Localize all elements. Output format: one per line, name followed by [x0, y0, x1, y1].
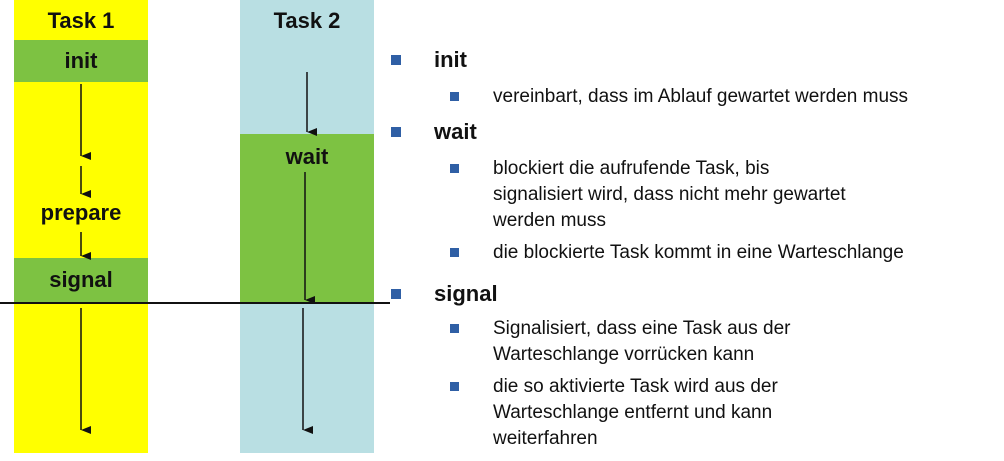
sub-bullet: die blockierte Task kommt in eine Wartes…: [388, 240, 1000, 266]
bullet-square-icon: [391, 289, 401, 299]
sub-bullet-text: vereinbart, dass im Ablauf gewartet werd…: [493, 86, 909, 107]
sub-bullet-text: die so aktivierte Task wird aus der Wart…: [493, 376, 778, 449]
bullet-list: init vereinbart, dass im Ablauf gewartet…: [388, 46, 1000, 452]
bullet-init: init: [388, 46, 1000, 74]
sub-bullet-text: blockiert die aufrufende Task, bis signa…: [493, 158, 846, 231]
bullet-term: signal: [434, 281, 498, 306]
task1-title: Task 1: [47, 8, 115, 33]
sub-bullet-text: die blockierte Task kommt in eine Wartes…: [493, 242, 904, 263]
bullet-square-icon: [450, 92, 459, 101]
bullet-term: init: [434, 47, 467, 72]
bullet-square-icon: [391, 127, 401, 137]
sync-line: [0, 302, 390, 304]
step-signal: signal: [14, 258, 148, 302]
bullet-square-icon: [450, 324, 459, 333]
bullet-term: wait: [434, 119, 477, 144]
bullet-signal: signal: [388, 280, 1000, 308]
step-prepare: prepare: [40, 200, 122, 225]
step-wait: wait: [240, 134, 374, 302]
sub-bullet: vereinbart, dass im Ablauf gewartet werd…: [388, 84, 1000, 110]
sub-bullet: blockiert die aufrufende Task, bis signa…: [388, 156, 853, 234]
sub-bullet: Signalisiert, dass eine Task aus der War…: [388, 316, 855, 368]
bullet-square-icon: [391, 55, 401, 65]
bullet-square-icon: [450, 248, 459, 257]
bullet-square-icon: [450, 164, 459, 173]
step-init: init: [14, 40, 148, 82]
task2-title: Task 2: [273, 8, 341, 33]
flow-arrows: [80, 72, 317, 434]
bullet-wait: wait: [388, 118, 1000, 146]
sub-bullet-text: Signalisiert, dass eine Task aus der War…: [493, 318, 791, 365]
bullet-square-icon: [450, 382, 459, 391]
sub-bullet: die so aktivierte Task wird aus der Wart…: [388, 374, 863, 452]
